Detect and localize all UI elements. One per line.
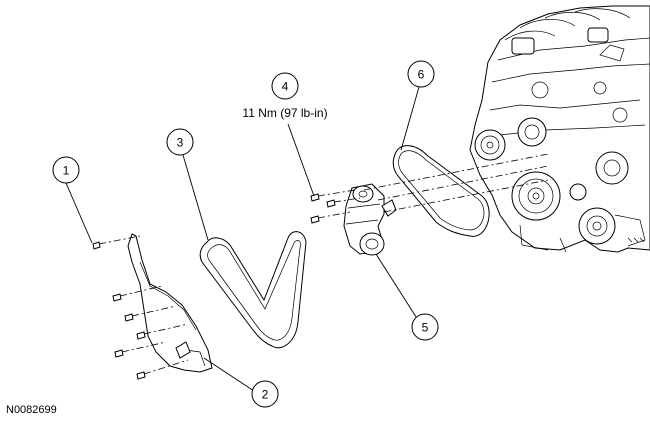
tensioner-item-5 <box>343 183 397 256</box>
svg-text:6: 6 <box>418 68 425 82</box>
callout-1: 1 <box>52 156 80 184</box>
svg-text:3: 3 <box>177 136 184 150</box>
leader-6 <box>400 86 420 151</box>
engine-illustration <box>469 5 650 253</box>
svg-text:1: 1 <box>63 164 70 178</box>
bolts-item-4 <box>310 153 549 224</box>
leader-2 <box>203 357 255 392</box>
callout-3: 3 <box>166 128 194 156</box>
leader-4 <box>287 123 315 197</box>
callout-4: 4 <box>271 72 299 100</box>
leader-1 <box>65 182 93 244</box>
belt-item-3 <box>199 231 307 349</box>
leader-3 <box>182 154 209 241</box>
belt-item-6 <box>392 145 490 237</box>
svg-text:5: 5 <box>422 321 429 335</box>
bolt-group-item-1 <box>92 235 189 380</box>
callout-2: 2 <box>251 380 279 408</box>
callout-6: 6 <box>407 60 435 88</box>
shield-item-2 <box>127 233 213 373</box>
svg-text:2: 2 <box>262 388 269 402</box>
figure-id: N0082699 <box>6 404 57 416</box>
svg-text:4: 4 <box>282 80 289 94</box>
leader-5 <box>375 253 419 321</box>
callout-5: 5 <box>411 313 439 341</box>
torque-spec-label: 11 Nm (97 lb-in) <box>242 106 327 120</box>
